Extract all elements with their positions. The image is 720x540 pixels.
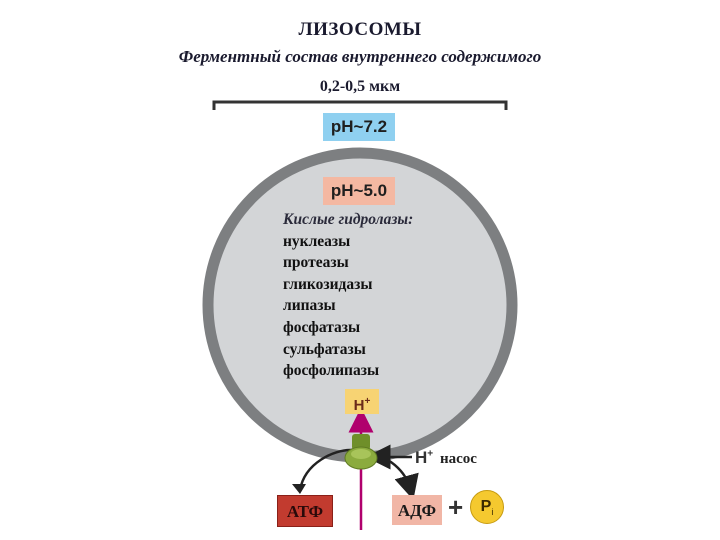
- proton-outside-symbol: H: [415, 448, 428, 467]
- ph-outside-badge: pH~7.2: [323, 113, 395, 141]
- enzyme-item: фосфолипазы: [283, 362, 380, 380]
- enzyme-item: липазы: [283, 297, 336, 315]
- proton-inside-charge: +: [364, 396, 371, 407]
- enzyme-item: фосфатазы: [283, 318, 361, 336]
- proton-inside-badge: H+: [345, 389, 379, 414]
- atp-start-arrowhead: [292, 484, 306, 494]
- enzyme-item: протеазы: [283, 254, 349, 272]
- enzyme-list-heading: Кислые гидролазы:: [283, 211, 414, 228]
- atp-box: АТФ: [277, 495, 333, 527]
- diagram-subtitle: Ферментный состав внутреннего содержимог…: [178, 47, 542, 66]
- plus-sign: +: [448, 492, 464, 522]
- phosphate-subscript: i: [491, 507, 494, 518]
- phosphate-symbol: P: [480, 498, 492, 515]
- scale-bracket: [212, 100, 508, 110]
- enzyme-item: гликозидазы: [283, 275, 373, 293]
- adp-box: АДФ: [392, 495, 442, 525]
- proton-pump-icon: [344, 434, 378, 470]
- enzyme-item: нуклеазы: [283, 232, 351, 250]
- enzyme-item: сульфатазы: [283, 340, 366, 358]
- proton-outside-label: H+: [415, 448, 433, 468]
- diagram-title: ЛИЗОСОМЫ: [298, 19, 422, 40]
- scale-label: 0,2-0,5 мкм: [319, 78, 401, 95]
- proton-outside-charge: +: [427, 448, 434, 460]
- ph-inside-badge: pH~5.0: [323, 177, 395, 205]
- proton-inside-symbol: H: [353, 397, 365, 414]
- pump-label: насос: [440, 451, 477, 467]
- phosphate-badge: Pi: [470, 490, 504, 524]
- enzyme-list: Кислые гидролазы: нуклеазы протеазы глик…: [283, 209, 413, 382]
